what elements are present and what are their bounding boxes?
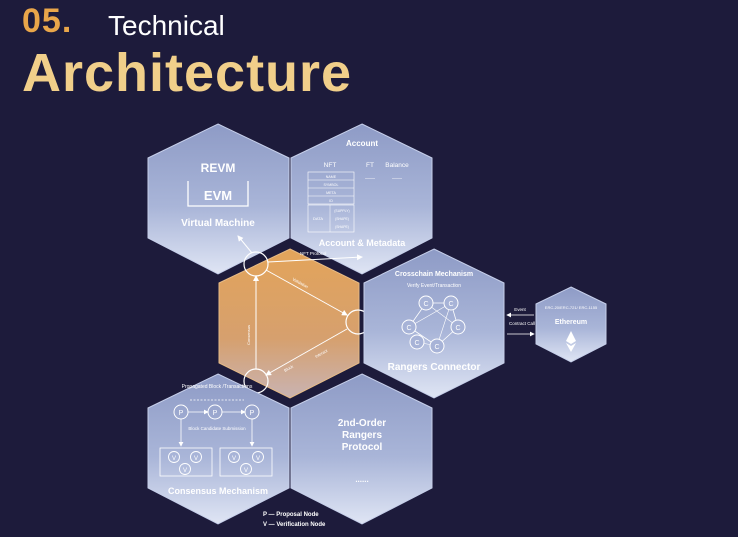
account-row-symbol: SYMBOL <box>324 183 339 187</box>
consensus-p-node-3-label: P <box>250 410 255 417</box>
hex-virtual-machine: REVM EVM Virtual Machine <box>147 123 290 275</box>
hex-account-metadata: Account NFT FT Balance NAME SYMBOL META … <box>290 123 433 275</box>
account-data-shape1: (SHAPE) <box>335 217 349 221</box>
consensus-candidate: Block Candidate Submission <box>188 426 246 431</box>
consensus-v-node-3 <box>179 463 191 475</box>
consensus-v-node-6 <box>240 463 252 475</box>
hex-rangers-protocol: 2nd-Order Rangers Protocol ...... <box>290 373 433 525</box>
hex-core: NFT Protocol Validation Consensus Block … <box>218 235 371 399</box>
account-ft-value: —— <box>365 176 375 182</box>
hex-vm-shape <box>147 123 290 275</box>
core-label-interact: Interact <box>314 348 329 359</box>
crosschain-subtitle: Verify Event/Transaction <box>407 283 461 289</box>
protocol-dots: ...... <box>355 475 368 484</box>
crosschain-title: Crosschain Mechanism <box>395 271 473 278</box>
vm-top-label: REVM <box>201 161 236 175</box>
crosschain-node-5 <box>401 319 417 335</box>
section-title: Architecture <box>22 43 353 103</box>
protocol-line-2: Rangers <box>342 430 382 441</box>
consensus-v-node-2-label: V <box>194 456 198 462</box>
ethereum-icon <box>566 331 576 344</box>
consensus-v-node-2 <box>190 451 202 463</box>
consensus-v-node-6-label: V <box>244 468 248 474</box>
crosschain-node-2 <box>443 295 459 311</box>
ethereum-name: Ethereum <box>555 319 587 326</box>
protocol-line-3: Protocol <box>342 442 383 453</box>
core-arrow-top-right <box>265 269 348 316</box>
core-label-consensus: Consensus <box>246 325 251 345</box>
core-label-nft-protocol: NFT Protocol <box>300 251 326 256</box>
account-data-shape2: (SHAPE) <box>335 225 349 229</box>
vm-label: Virtual Machine <box>181 218 255 229</box>
legend-proposal-node: P — Proposal Node <box>263 512 319 518</box>
crosschain-node-6-label: C <box>414 340 419 347</box>
crosschain-node-5-label: C <box>406 325 411 332</box>
consensus-v-node-5-label: V <box>256 456 260 462</box>
ethereum-icon-lower <box>566 343 576 352</box>
crosschain-node-1-label: C <box>423 301 428 308</box>
consensus-label: Consensus Mechanism <box>168 486 268 496</box>
ethereum-contract-call-label: Contract Call <box>509 321 535 326</box>
account-row-id: ID <box>329 199 333 203</box>
protocol-line-1: 2nd-Order <box>338 418 386 429</box>
consensus-v-node-1 <box>168 451 180 463</box>
consensus-group-right <box>219 447 273 477</box>
account-balance-value: —— <box>392 176 402 182</box>
crosschain-label: Rangers Connector <box>388 362 481 373</box>
hex-ethereum: ERC-20/ERC-721/ ERC-1155 Ethereum <box>535 286 607 363</box>
account-row-name: NAME <box>326 175 337 179</box>
crosschain-node-4-label: C <box>434 344 439 351</box>
hex-account-shape <box>290 123 433 275</box>
hex-protocol-shape <box>290 373 433 525</box>
consensus-group-left <box>159 447 213 477</box>
core-label-block: Block <box>283 364 294 373</box>
hex-consensus-shape <box>147 373 290 525</box>
account-row-meta: META <box>326 191 336 195</box>
core-arrow-to-vm <box>237 235 253 254</box>
account-col-nft: NFT <box>324 162 337 169</box>
hex-ethereum-shape <box>535 286 607 363</box>
vm-bracket <box>187 181 249 207</box>
account-data-table <box>307 204 355 233</box>
crosschain-node-6 <box>409 334 425 350</box>
account-label: Account & Metadata <box>319 238 407 248</box>
consensus-v-node-1-label: V <box>172 456 176 462</box>
consensus-v-node-4-label: V <box>232 456 236 462</box>
crosschain-node-1 <box>418 295 434 311</box>
consensus-p-node-1-label: P <box>179 410 184 417</box>
hex-consensus: Propagated Block /Transactions P P P Blo… <box>147 373 290 525</box>
account-col-ft: FT <box>366 162 374 169</box>
consensus-v-node-4 <box>228 451 240 463</box>
crosschain-node-2-label: C <box>448 301 453 308</box>
account-data-supply: (SUPPLY) <box>334 209 349 213</box>
consensus-propagated: Propagated Block /Transactions <box>182 384 253 390</box>
ethereum-event-label: Event <box>514 307 526 312</box>
crosschain-node-3 <box>450 319 466 335</box>
section-subtitle: Technical <box>108 10 225 41</box>
hex-core-shape <box>218 248 360 399</box>
core-arrow-right-bottom <box>265 328 348 376</box>
crosschain-node-4 <box>429 338 445 354</box>
account-col-balance: Balance <box>385 162 409 169</box>
vm-box-label: EVM <box>204 188 232 203</box>
crosschain-node-3-label: C <box>455 325 460 332</box>
section-number: 05. <box>22 2 73 40</box>
consensus-v-node-3-label: V <box>183 468 187 474</box>
hex-rangers-connector: Crosschain Mechanism Verify Event/Transa… <box>363 248 505 399</box>
ethereum-standards: ERC-20/ERC-721/ ERC-1155 <box>545 305 598 310</box>
account-data-label: DATA <box>313 216 323 221</box>
legend-verification-node: V — Verification Node <box>263 522 326 528</box>
hex-connector-shape <box>363 248 505 399</box>
consensus-p-node-2-label: P <box>213 410 218 417</box>
account-title: Account <box>346 139 378 148</box>
core-arrow-to-account <box>267 254 363 263</box>
consensus-v-node-5 <box>252 451 264 463</box>
